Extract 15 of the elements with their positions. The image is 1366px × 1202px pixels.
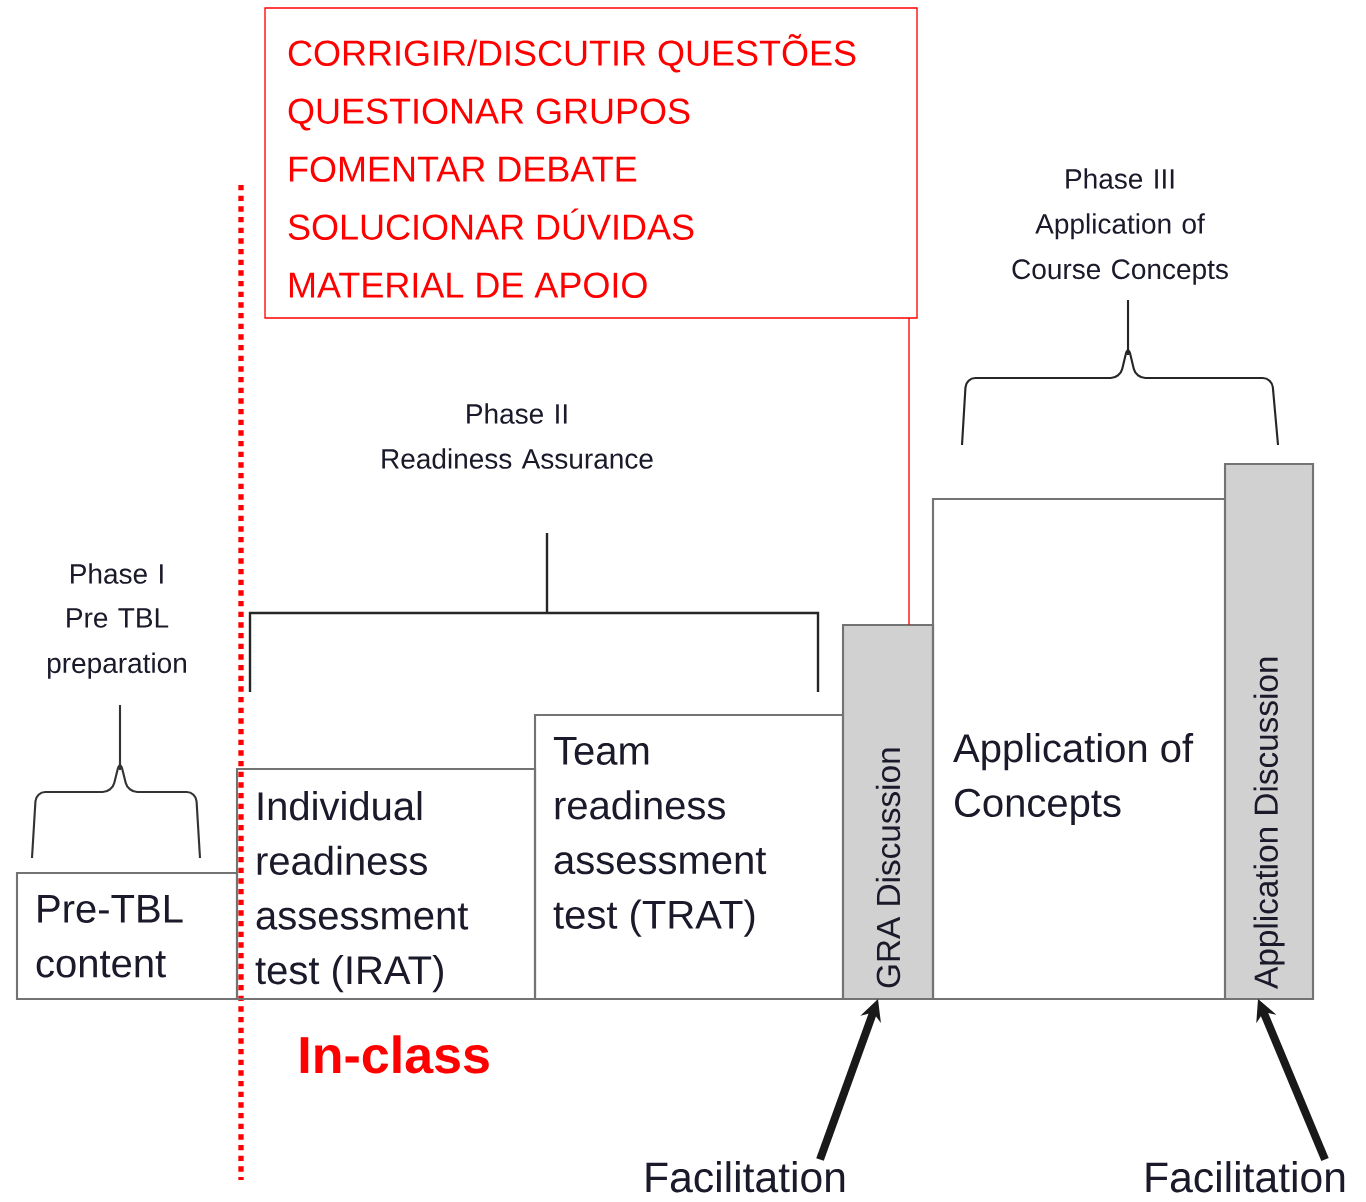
note-box: CORRIGIR/DISCUTIR QUESTÕES QUESTIONAR GRUPOS FOMENTAR DEBATE SOLUCIONAR DÚVIDAS MATERIAL DE APOIO (264, 7, 918, 319)
phase-description: Readiness Assurance (382, 448, 653, 469)
phase-title: Phase I (71, 563, 163, 584)
facilitation-label: Facilitation (1146, 1161, 1345, 1193)
leader-line (908, 317, 910, 626)
phase-title: Phase III (1066, 168, 1174, 189)
phase-title: Phase II (467, 403, 567, 424)
stage-box: Individual readiness assessment test (IRAT) (235, 767, 537, 1001)
facilitation-label: Facilitation (646, 1161, 845, 1193)
discussion-bar: GRA Discussion (841, 623, 935, 1001)
stage-box: Pre-TBL content (15, 871, 239, 1001)
in-class-label: In-class (300, 1035, 489, 1074)
discussion-bar: Application Discussion (1223, 462, 1315, 1000)
phase-description: Pre TBL preparation (47, 608, 186, 679)
phase-description: Application of Course Concepts (1012, 213, 1228, 285)
